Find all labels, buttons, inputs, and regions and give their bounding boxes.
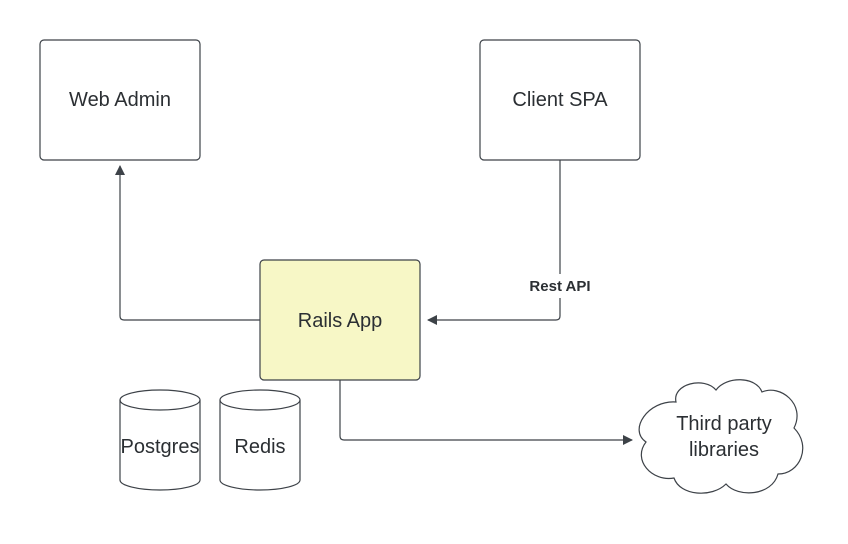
client-spa-label: Client SPA xyxy=(512,89,608,111)
postgres-node[interactable]: Postgres xyxy=(119,389,201,491)
cloud-icon xyxy=(638,379,804,494)
redis-cylinder-icon xyxy=(219,389,301,491)
third-party-libraries-node[interactable]: Third party libraries xyxy=(638,379,804,494)
client-spa-node[interactable]: Client SPA xyxy=(479,39,641,161)
third-party-label-line2: libraries xyxy=(689,439,759,461)
third-party-label-line1: Third party xyxy=(676,413,772,435)
rails-app-label: Rails App xyxy=(298,310,383,332)
rest-api-label-bg xyxy=(520,274,600,298)
redis-cylinder-rim xyxy=(219,399,301,411)
redis-node[interactable]: Redis xyxy=(219,389,301,491)
web-admin-node[interactable]: Web Admin xyxy=(39,39,201,161)
web-admin-box xyxy=(39,39,201,161)
redis-label: Redis xyxy=(234,436,285,458)
postgres-cylinder-rim xyxy=(119,399,201,411)
edge-rails-to-web-admin xyxy=(115,165,260,321)
postgres-label: Postgres xyxy=(121,436,200,458)
rails-app-node[interactable]: Rails App xyxy=(259,259,421,381)
edge-rails-to-third-party xyxy=(339,380,633,445)
postgres-cylinder-icon xyxy=(119,389,201,491)
rest-api-label: Rest API xyxy=(529,278,590,295)
web-admin-label: Web Admin xyxy=(69,89,171,111)
edge-client-spa-to-rails xyxy=(427,160,561,325)
